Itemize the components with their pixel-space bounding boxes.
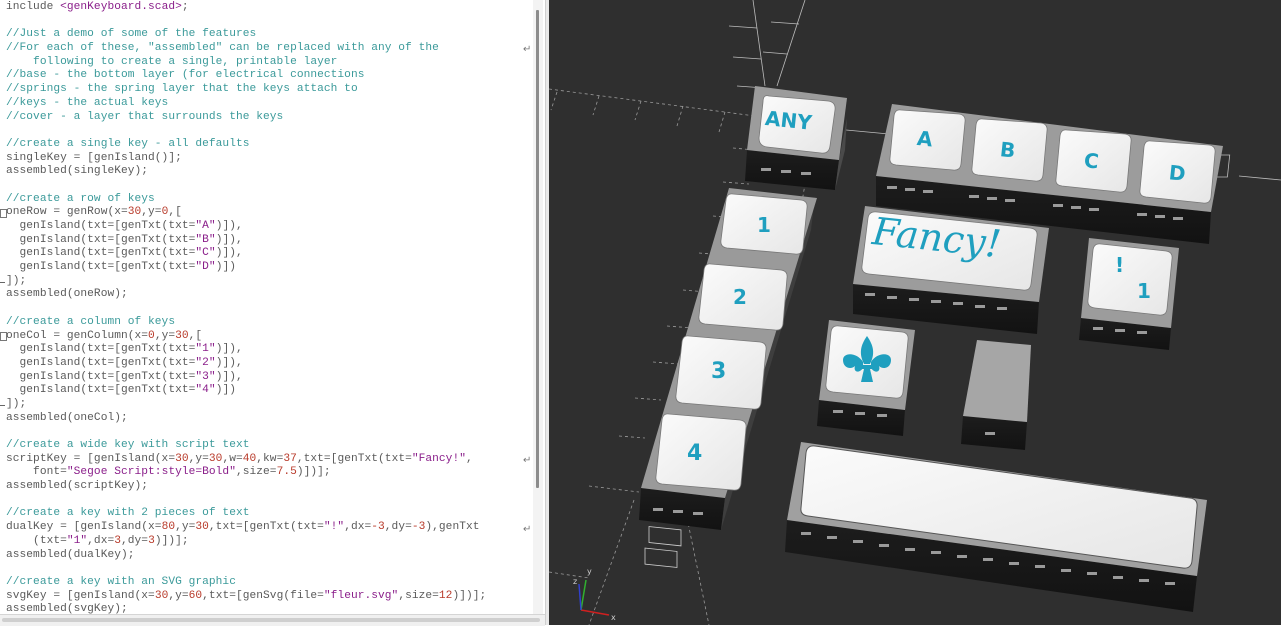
svg-text:1: 1	[757, 213, 771, 237]
key-c[interactable]: C	[1055, 129, 1132, 193]
code-comment-line: //cover - a layer that surrounds the key…	[6, 110, 284, 123]
vertical-scrollbar-thumb[interactable]	[536, 10, 539, 488]
code-line: assembled(singleKey);	[6, 165, 149, 178]
line-wrap-icon: ↵	[523, 455, 530, 467]
code-blank-line	[6, 494, 486, 508]
code-lines: include <genKeyboard.scad>; //Just a demo…	[6, 1, 486, 615]
fold-toggle[interactable]	[0, 208, 7, 218]
key-script-fancy[interactable]: Fancy!	[853, 206, 1049, 334]
code-line: genIsland(txt=[genTxt(txt="4")])	[6, 384, 236, 397]
key-3[interactable]: 3	[675, 335, 767, 410]
svg-text:ANY: ANY	[764, 106, 813, 135]
code-line: assembled(oneRow);	[6, 288, 128, 301]
line-wrap-icon: ↵	[523, 44, 530, 56]
svg-text:C: C	[1083, 148, 1100, 173]
svg-text:2: 2	[733, 285, 747, 309]
key-column-1234[interactable]: 1 2 3 4	[639, 188, 817, 530]
key-single-any[interactable]: ANY	[745, 86, 847, 190]
code-line: (txt="1",dx=3,dy=3)])];	[6, 534, 189, 547]
code-comment-line: //springs - the spring layer that the ke…	[6, 83, 358, 96]
key-1[interactable]: 1	[720, 193, 808, 255]
code-line: genIsland(txt=[genTxt(txt="A")]),	[6, 220, 243, 232]
svg-text:B: B	[999, 137, 1017, 162]
svg-text:z: z	[573, 577, 577, 586]
grid-markers	[644, 526, 682, 568]
axis-indicator: x z y	[573, 567, 616, 622]
axis-grid	[728, 0, 1281, 181]
code-editor[interactable]: include <genKeyboard.scad>; //Just a demo…	[0, 0, 548, 626]
code-comment-line: //For each of these, "assembled" can be …	[6, 42, 439, 55]
code-line: singleKey = [genIsland()];	[6, 151, 182, 164]
fold-toggle[interactable]	[0, 331, 7, 341]
svg-text:y: y	[587, 567, 592, 576]
code-line: scriptKey = [genIsland(x=30,y=30,w=40,kw…	[6, 452, 473, 465]
code-line: genIsland(txt=[genTxt(txt="C")]),	[6, 247, 243, 260]
code-comment-line: //create a wide key with script text	[6, 439, 250, 451]
code-line: genIsland(txt=[genTxt(txt="3")]),	[6, 370, 243, 383]
line-wrap-icon: ↵	[523, 523, 530, 535]
code-line: ]);	[6, 274, 27, 287]
svg-text:A: A	[916, 126, 934, 152]
key-d[interactable]: D	[1139, 140, 1216, 204]
key-dual-exclaim-1[interactable]: ! 1	[1079, 238, 1179, 350]
horizontal-scrollbar[interactable]	[0, 614, 545, 626]
code-comment-line: //create a single key - all defaults	[6, 137, 250, 150]
code-comment-line: //create a column of keys	[6, 315, 176, 328]
code-line: assembled(scriptKey);	[6, 480, 149, 493]
code-line: genIsland(txt=[genTxt(txt="1")]),	[6, 343, 243, 356]
code-comment-line: //keys - the actual keys	[6, 96, 169, 109]
code-blank-line	[6, 302, 486, 316]
code-line: oneCol = genColumn(x=0,y=30,[	[6, 329, 203, 342]
svg-text:1: 1	[1137, 279, 1151, 303]
code-line: svgKey = [genIsland(x=30,y=60,txt=[genSv…	[6, 589, 487, 602]
code-blank-line	[6, 562, 486, 576]
code-comment-line: //create a key with an SVG graphic	[6, 575, 236, 588]
code-line: oneRow = genRow(x=30,y=0,[	[6, 206, 182, 219]
code-blank-line	[6, 15, 486, 29]
code-comment-line: following to create a single, printable …	[6, 55, 338, 68]
key-4[interactable]: 4	[655, 413, 747, 491]
key-a[interactable]: A	[889, 109, 966, 171]
fold-end-marker	[0, 282, 5, 283]
svg-text:3: 3	[711, 359, 726, 384]
svg-text:!: !	[1115, 253, 1124, 277]
code-comment-line: //create a key with 2 pieces of text	[6, 507, 250, 520]
code-blank-line	[6, 179, 486, 193]
code-line: genIsland(txt=[genTxt(txt="D")])	[6, 261, 236, 274]
code-line: ]);	[6, 397, 27, 410]
code-line: include <genKeyboard.scad>;	[6, 1, 189, 13]
svg-text:x: x	[611, 613, 616, 622]
code-text-area[interactable]: include <genKeyboard.scad>; //Just a demo…	[0, 0, 530, 615]
fleur-de-lis-icon	[843, 336, 891, 382]
code-comment-line: //Just a demo of some of the features	[6, 28, 257, 41]
horizontal-scrollbar-thumb[interactable]	[2, 618, 540, 622]
key-wide-blank[interactable]	[785, 442, 1207, 612]
code-line: genIsland(txt=[genTxt(txt="B")]),	[6, 233, 243, 246]
code-line: assembled(dualKey);	[6, 548, 135, 561]
code-line: font="Segoe Script:style=Bold",size=7.5)…	[6, 466, 331, 479]
svg-text:4: 4	[687, 441, 702, 466]
fold-end-marker	[0, 405, 5, 407]
code-blank-line	[6, 124, 486, 138]
code-line: assembled(oneCol);	[6, 411, 128, 424]
key-2[interactable]: 2	[698, 263, 788, 331]
code-blank-line	[6, 425, 486, 439]
code-comment-line: //create a row of keys	[6, 192, 155, 205]
code-line: dualKey = [genIsland(x=80,y=30,txt=[genT…	[6, 521, 480, 534]
key-svg-fleur[interactable]	[817, 320, 915, 436]
key-b[interactable]: B	[971, 118, 1048, 182]
3d-viewport[interactable]: x z y ANY A B	[549, 0, 1281, 625]
svg-text:D: D	[1168, 160, 1187, 186]
plain-block	[961, 340, 1031, 450]
key-row-abcd[interactable]: A B C D	[876, 104, 1223, 244]
code-comment-line: //base - the bottom layer (for electrica…	[6, 69, 365, 82]
code-line: assembled(svgKey);	[6, 603, 128, 615]
pane-splitter[interactable]	[545, 0, 550, 625]
code-line: genIsland(txt=[genTxt(txt="2")]),	[6, 356, 243, 369]
